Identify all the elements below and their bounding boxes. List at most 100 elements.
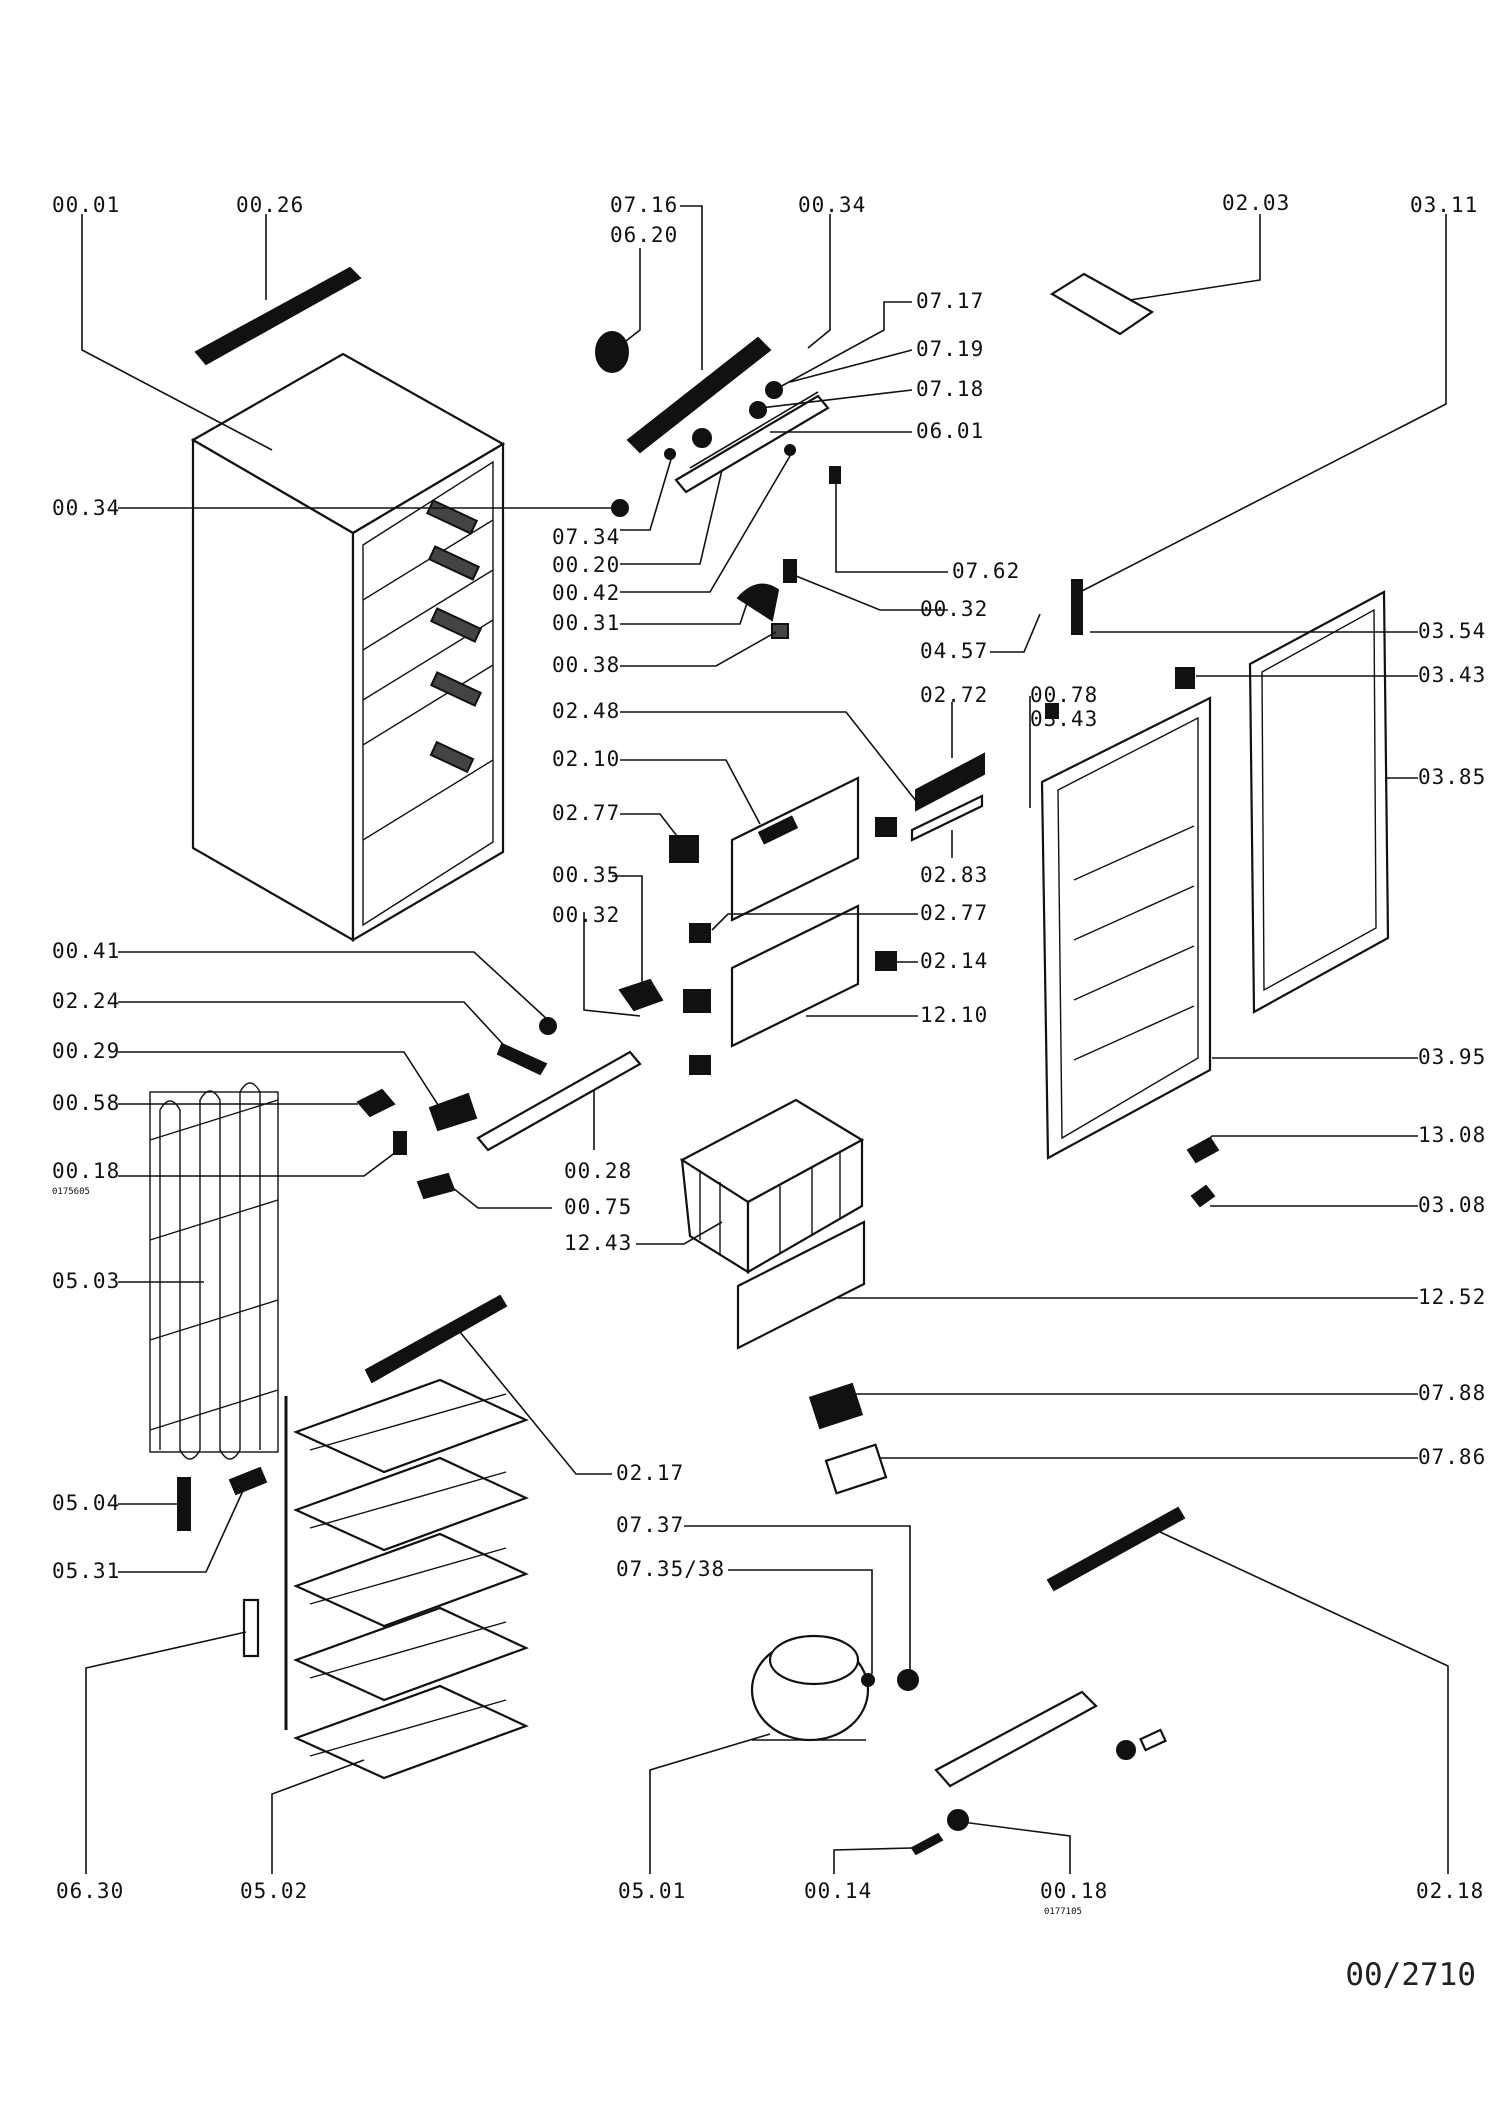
leader-00-75 bbox=[447, 1183, 552, 1209]
leader-06-30 bbox=[85, 1631, 247, 1874]
callout-13-08: 13.08 bbox=[1418, 1123, 1486, 1147]
ice-tray bbox=[1049, 272, 1155, 336]
callout-03-43-a: 03.43 bbox=[1418, 663, 1486, 687]
compressor-base-plate bbox=[934, 1690, 1098, 1788]
callout-03-08: 03.08 bbox=[1418, 1193, 1486, 1217]
callout-07-18: 07.18 bbox=[916, 377, 984, 401]
leader-05-02 bbox=[271, 1759, 365, 1874]
compressor bbox=[750, 1634, 919, 1742]
callout-07-34: 07.34 bbox=[552, 525, 620, 549]
leader-lines bbox=[81, 205, 1449, 1874]
leader-00-18-b bbox=[961, 1821, 1071, 1874]
callout-07-17: 07.17 bbox=[916, 289, 984, 313]
drawer-front bbox=[736, 1220, 866, 1350]
leader-07-34 bbox=[620, 455, 673, 531]
callout-02-48: 02.48 bbox=[552, 699, 620, 723]
thermostat-bulb-holder bbox=[242, 1598, 260, 1658]
leader-00-31 bbox=[620, 599, 749, 625]
cabinet bbox=[190, 352, 506, 942]
callout-07-88: 07.88 bbox=[1418, 1381, 1486, 1405]
callout-00-31: 00.31 bbox=[552, 611, 620, 635]
callout-06-01: 06.01 bbox=[916, 419, 984, 443]
leader-07-19 bbox=[789, 349, 913, 383]
bottom-hinge-upper bbox=[1186, 1136, 1220, 1164]
screw-part bbox=[393, 1131, 407, 1155]
callout-00-28: 00.28 bbox=[564, 1159, 632, 1183]
callout-12-10: 12.10 bbox=[920, 1003, 988, 1027]
callout-07-62: 07.62 bbox=[952, 559, 1020, 583]
callout-00-18-a: 00.18 bbox=[52, 1159, 120, 1183]
leader-07-16 bbox=[680, 205, 703, 370]
leader-00-18-a bbox=[118, 1151, 397, 1177]
leader-03-11 bbox=[1079, 214, 1447, 593]
callout-00-42: 00.42 bbox=[552, 581, 620, 605]
leader-07-37 bbox=[684, 1525, 911, 1670]
rubber-foot bbox=[947, 1809, 969, 1831]
washer bbox=[1116, 1740, 1136, 1760]
leader-00-20 bbox=[620, 469, 723, 565]
bottom-hinge-lower bbox=[1190, 1184, 1216, 1208]
callout-02-17: 02.17 bbox=[616, 1461, 684, 1485]
callout-02-83: 02.83 bbox=[920, 863, 988, 887]
filter-drier bbox=[177, 1477, 191, 1531]
callout-05-02: 05.02 bbox=[240, 1879, 308, 1903]
callout-00-35: 00.35 bbox=[552, 863, 620, 887]
callout-00-01: 00.01 bbox=[52, 193, 120, 217]
callout-02-24: 02.24 bbox=[52, 989, 120, 1013]
callout-00-58: 00.58 bbox=[52, 1091, 120, 1115]
callout-02-03: 02.03 bbox=[1222, 191, 1290, 215]
note-0177105: 0177105 bbox=[1044, 1907, 1082, 1917]
document-code: 00/2710 bbox=[1345, 1957, 1476, 1993]
callout-labels: 00.01 00.26 07.16 06.20 00.34 02.03 03.1… bbox=[52, 191, 1486, 1917]
callout-04-57: 04.57 bbox=[920, 639, 988, 663]
callout-02-77-b: 02.77 bbox=[920, 901, 988, 925]
top-hinge-bar bbox=[194, 266, 362, 366]
callout-05-04: 05.04 bbox=[52, 1491, 120, 1515]
leader-00-32-b bbox=[583, 912, 641, 1017]
leader-05-01 bbox=[649, 1733, 771, 1874]
leader-02-77-b bbox=[711, 913, 918, 931]
callout-00-41: 00.41 bbox=[52, 939, 120, 963]
callout-00-38: 00.38 bbox=[552, 653, 620, 677]
leader-02-77-a bbox=[620, 813, 681, 841]
callout-03-11: 03.11 bbox=[1410, 193, 1478, 217]
callout-00-34-left: 00.34 bbox=[52, 496, 120, 520]
callout-02-77-a: 02.77 bbox=[552, 801, 620, 825]
leader-05-31 bbox=[118, 1483, 247, 1573]
relay-box bbox=[808, 1382, 864, 1430]
callout-05-03: 05.03 bbox=[52, 1269, 120, 1293]
callout-00-26: 00.26 bbox=[236, 193, 304, 217]
leader-02-17 bbox=[459, 1331, 612, 1475]
rail-clip bbox=[428, 1092, 478, 1132]
leader-02-03 bbox=[1129, 214, 1261, 301]
capillary-clip bbox=[228, 1466, 268, 1496]
screw bbox=[910, 1832, 944, 1856]
leader-07-18 bbox=[759, 389, 913, 409]
starter-box bbox=[824, 1443, 888, 1495]
callout-03-95: 03.95 bbox=[1418, 1045, 1486, 1069]
callout-07-16: 07.16 bbox=[610, 193, 678, 217]
flap-assembly bbox=[496, 752, 985, 1076]
callout-02-72: 02.72 bbox=[920, 683, 988, 707]
callout-02-10: 02.10 bbox=[552, 747, 620, 771]
parts-layer bbox=[149, 266, 1390, 1856]
spacer-sleeve bbox=[1139, 1728, 1167, 1752]
drawer-basket bbox=[679, 1098, 865, 1274]
leader-00-35 bbox=[612, 875, 643, 986]
callout-12-43: 12.43 bbox=[564, 1231, 632, 1255]
callout-03-85: 03.85 bbox=[1418, 765, 1486, 789]
callout-00-20: 00.20 bbox=[552, 553, 620, 577]
evaporator-shelves bbox=[284, 1378, 529, 1780]
leader-13-08 bbox=[1201, 1135, 1418, 1149]
leader-02-24 bbox=[118, 1001, 513, 1055]
callout-00-78: 00.78 bbox=[1030, 683, 1098, 707]
leader-04-57 bbox=[990, 613, 1041, 653]
leader-00-38 bbox=[620, 631, 777, 667]
mounting-bar-upper bbox=[364, 1294, 508, 1384]
leader-00-42 bbox=[620, 455, 791, 593]
leader-00-32-a bbox=[795, 575, 948, 611]
callout-05-01: 05.01 bbox=[618, 1879, 686, 1903]
leader-06-20 bbox=[611, 248, 641, 353]
callout-06-30: 06.30 bbox=[56, 1879, 124, 1903]
callout-00-32-b: 00.32 bbox=[552, 903, 620, 927]
